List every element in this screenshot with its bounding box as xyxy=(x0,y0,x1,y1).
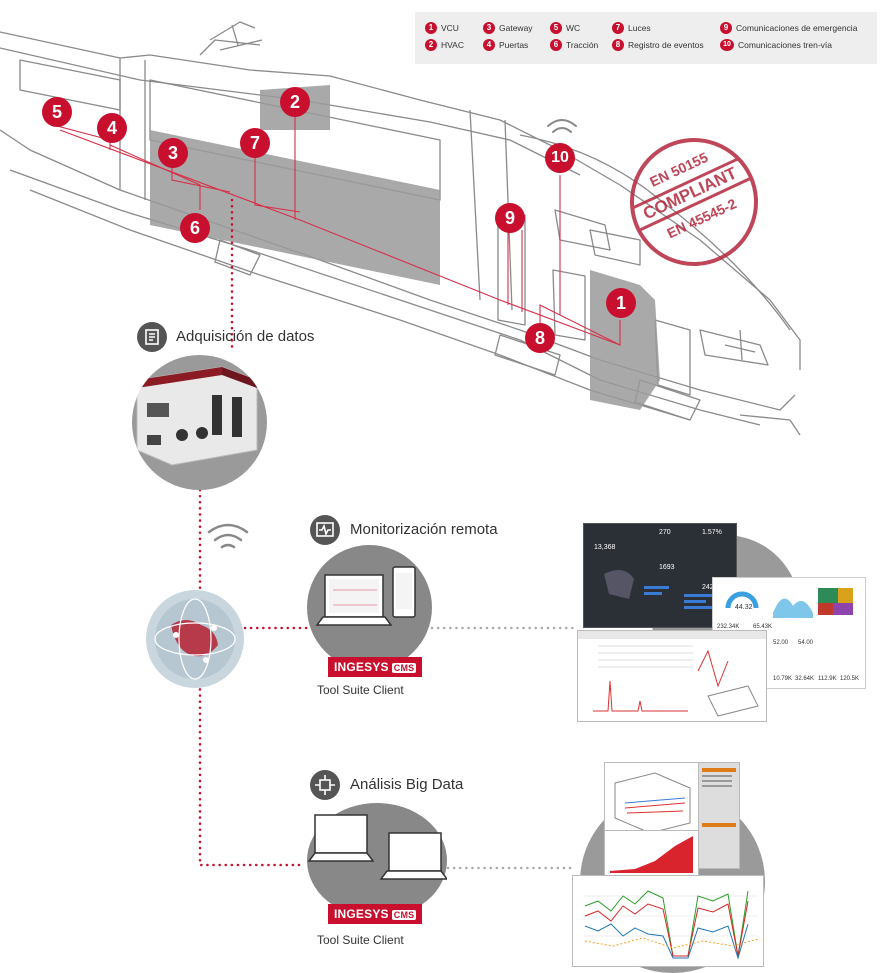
marker-4: 4 xyxy=(97,113,127,143)
legend-badge: 10 xyxy=(720,39,734,51)
marker-5: 5 xyxy=(42,97,72,127)
legend: 1 VCU 2 HVAC 3 Gateway 4 Puertas 5 WC 6 Tracci… xyxy=(415,12,877,64)
legend-item: 5 WC xyxy=(550,22,580,34)
legend-item: 10 Comunicaciones tren-vía xyxy=(720,39,832,51)
bigdata-line-chart-screenshot xyxy=(572,875,764,967)
legend-label: Comunicaciones de emergencia xyxy=(736,23,858,33)
bigdata-3d-chart-screenshot xyxy=(604,762,699,840)
cloud-globe-image xyxy=(146,590,244,688)
wifi-icon xyxy=(547,119,577,133)
marker-8: 8 xyxy=(525,323,555,353)
marker-9: 9 xyxy=(495,203,525,233)
legend-item: 1 VCU xyxy=(425,22,459,34)
kpi-value: 1.57% xyxy=(702,529,722,536)
legend-badge: 2 xyxy=(425,39,437,51)
dashboard-dark-screenshot: 270 1.57% 13,368 1693 242 xyxy=(583,523,737,628)
metric-value: 54.00 xyxy=(798,640,814,646)
monitoring-icon xyxy=(310,515,340,545)
metric-value: 65.43K xyxy=(753,624,773,630)
big-data-title: Análisis Big Data xyxy=(350,776,464,793)
bigdata-side-panel xyxy=(698,762,740,869)
legend-label: Puertas xyxy=(499,40,529,50)
metric-value: 232.34K xyxy=(717,624,740,630)
legend-label: HVAC xyxy=(441,40,464,50)
tool-suite-client-label: Tool Suite Client xyxy=(317,683,404,697)
legend-item: 9 Comunicaciones de emergencia xyxy=(720,22,857,34)
dashboard-analysis-screenshot xyxy=(577,630,767,722)
legend-item: 3 Gateway xyxy=(483,22,533,34)
metric-value: 10.79K xyxy=(773,676,793,682)
monitoring-devices-image xyxy=(307,545,432,670)
brand-tag: CMS xyxy=(391,663,417,673)
marker-3: 3 xyxy=(158,138,188,168)
marker-7: 7 xyxy=(240,128,270,158)
legend-badge: 9 xyxy=(720,22,732,34)
legend-label: WC xyxy=(566,23,581,33)
bigdata-area-chart-screenshot xyxy=(604,830,699,877)
big-data-devices-image xyxy=(307,803,449,918)
acquisition-device-image xyxy=(132,355,267,490)
legend-badge: 7 xyxy=(612,22,624,34)
metric-value: 120.5K xyxy=(840,676,860,682)
kpi-value: 13,368 xyxy=(594,544,616,551)
kpi-value: 242 xyxy=(702,584,714,591)
legend-badge: 8 xyxy=(612,39,624,51)
kpi-value: 1693 xyxy=(659,564,675,571)
data-acquisition-icon xyxy=(137,322,167,352)
legend-label: Registro de eventos xyxy=(628,40,704,50)
big-data-icon xyxy=(310,770,340,800)
legend-badge: 3 xyxy=(483,22,495,34)
legend-label: Luces xyxy=(628,23,651,33)
brand-name: INGESYS xyxy=(334,660,389,674)
metric-value: 112.9K xyxy=(818,676,837,682)
legend-label: Tracción xyxy=(566,40,599,50)
legend-label: Gateway xyxy=(499,23,533,33)
gauge-value: 44.32 xyxy=(735,604,753,611)
legend-item: 6 Tracción xyxy=(550,39,598,51)
marker-1: 1 xyxy=(606,288,636,318)
brand-name: INGESYS xyxy=(334,907,389,921)
legend-label: VCU xyxy=(441,23,459,33)
metric-value: 32.64K xyxy=(795,676,815,682)
wifi-icon xyxy=(207,523,249,549)
legend-badge: 4 xyxy=(483,39,495,51)
legend-item: 8 Registro de eventos xyxy=(612,39,704,51)
legend-badge: 1 xyxy=(425,22,437,34)
legend-item: 7 Luces xyxy=(612,22,651,34)
marker-10: 10 xyxy=(545,143,575,173)
legend-item: 2 HVAC xyxy=(425,39,464,51)
kpi-value: 270 xyxy=(659,529,671,536)
monitoring-title: Monitorización remota xyxy=(350,521,498,538)
marker-2: 2 xyxy=(280,87,310,117)
metric-value: 52.00 xyxy=(773,640,789,646)
acquisition-title: Adquisición de datos xyxy=(176,328,315,345)
legend-badge: 5 xyxy=(550,22,562,34)
legend-item: 4 Puertas xyxy=(483,39,528,51)
marker-6: 6 xyxy=(180,213,210,243)
brand-tag: CMS xyxy=(391,910,417,920)
legend-badge: 6 xyxy=(550,39,562,51)
tool-suite-client-label: Tool Suite Client xyxy=(317,933,404,947)
legend-label: Comunicaciones tren-vía xyxy=(738,40,833,50)
